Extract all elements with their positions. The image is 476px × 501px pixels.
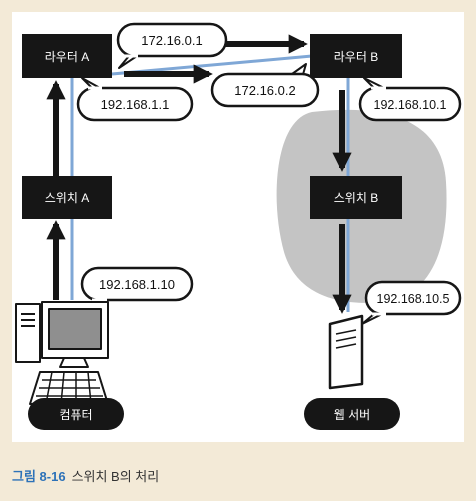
router-b-label: 라우터 B	[334, 50, 378, 64]
router-b: 라우터 B	[310, 34, 402, 78]
computer-label: 컴퓨터	[59, 408, 92, 422]
switch-b: 스위치 B	[310, 176, 402, 219]
bubble-router-b-lan: 192.168.10.1	[358, 77, 462, 122]
bubble-router-a-lan: 192.168.1.1	[76, 77, 194, 122]
ip-router-b-lan: 192.168.10.1	[374, 98, 447, 112]
figure-number: 그림 8-16	[12, 469, 66, 484]
switch-b-label: 스위치 B	[334, 191, 378, 205]
router-a-label: 라우터 A	[45, 50, 89, 64]
web-server-label: 웹 서버	[334, 408, 370, 422]
figure-caption: 그림 8-16 스위치 B의 처리	[12, 466, 159, 485]
web-server-label-pill: 웹 서버	[304, 398, 400, 430]
bubble-router-a-wan: 172.16.0.1	[116, 22, 228, 69]
switch-a-label: 스위치 A	[45, 191, 89, 205]
web-server-icon	[328, 314, 364, 390]
network-diagram: 라우터 A 라우터 B 스위치 A 스위치 B 172.16.0.1 192.1…	[12, 12, 464, 442]
ip-router-a-wan: 172.16.0.1	[141, 33, 202, 48]
ip-computer: 192.168.1.10	[99, 277, 175, 292]
bubble-router-b-wan: 172.16.0.2	[210, 63, 320, 108]
computer-icon	[15, 301, 109, 405]
bubble-web-server: 192.168.10.5	[361, 280, 462, 325]
switch-a: 스위치 A	[22, 176, 112, 219]
ip-web-server: 192.168.10.5	[377, 292, 450, 306]
ip-router-a-lan: 192.168.1.1	[101, 97, 170, 112]
figure-caption-text: 스위치 B의 처리	[71, 469, 160, 484]
computer-label-pill: 컴퓨터	[28, 398, 124, 430]
router-a: 라우터 A	[22, 34, 112, 78]
ip-router-b-wan: 172.16.0.2	[234, 83, 295, 98]
